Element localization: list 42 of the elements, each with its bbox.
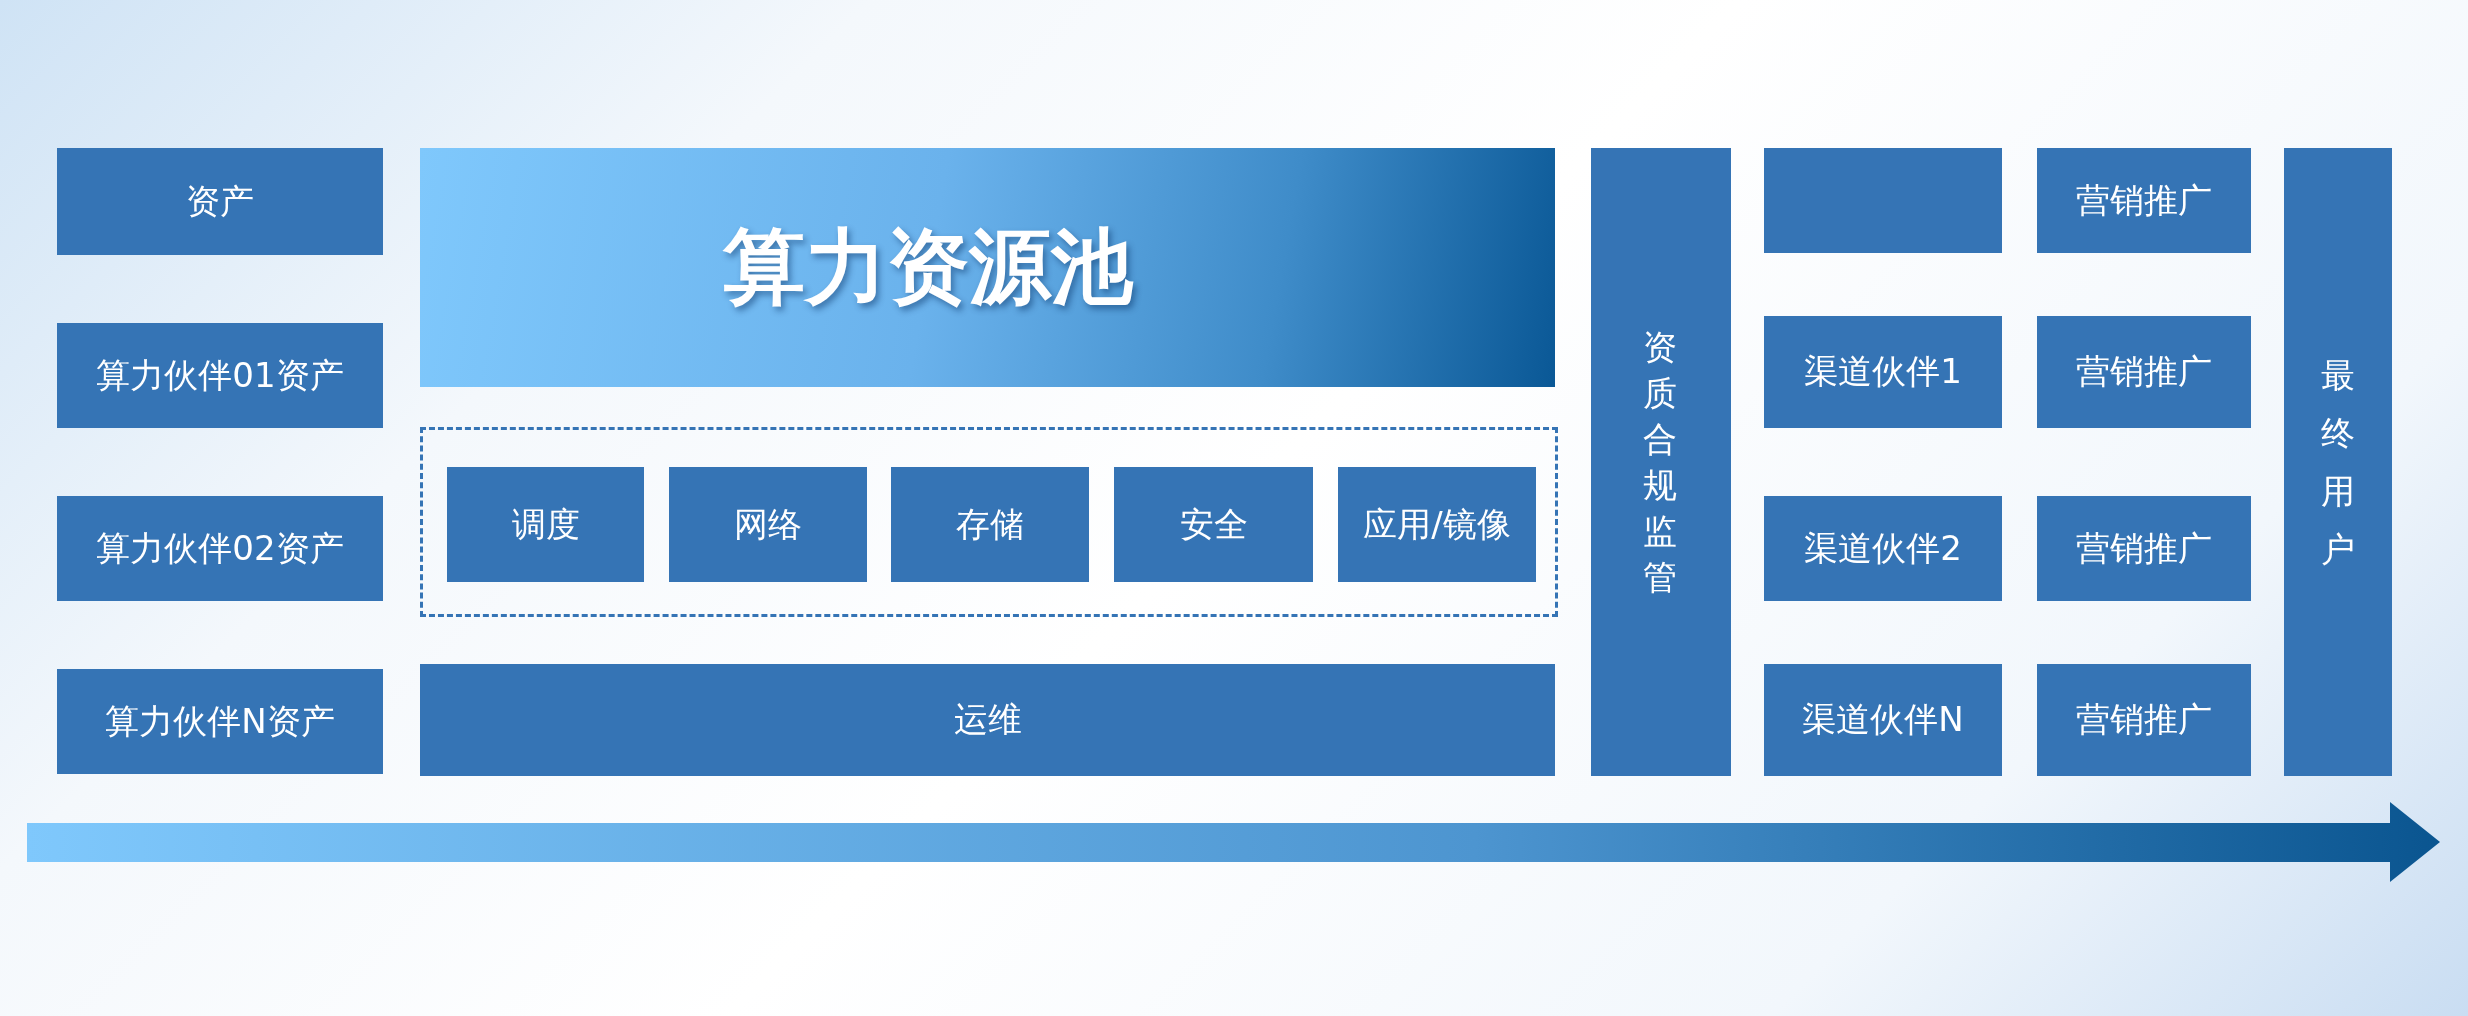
label-box <box>57 323 383 428</box>
box-label: 网络 <box>734 502 802 546</box>
box-label: 资产 <box>186 179 254 223</box>
label-box <box>1764 496 2002 601</box>
box-label: 算力伙伴02资产 <box>96 526 344 570</box>
box-label: 渠道伙伴1 <box>1804 350 1962 393</box>
box-label: 调度 <box>511 502 580 546</box>
label-box <box>1114 467 1313 582</box>
vertical-bar <box>2284 148 2392 776</box>
label-box <box>891 467 1089 582</box>
label-box <box>669 467 867 582</box>
box-label: 营销推广 <box>2076 178 2212 222</box>
bar-label: 最终用户 <box>2320 354 2356 571</box>
bar-label: 资质合规监管 <box>1643 326 1679 599</box>
label-box <box>2037 316 2251 428</box>
box-label: 运维 <box>953 698 1022 741</box>
label-box <box>1764 664 2002 776</box>
box-label: 营销推广 <box>2076 350 2212 393</box>
label-box <box>1764 316 2002 428</box>
label-box <box>57 496 383 601</box>
banner-title: 算力资源池 <box>722 217 1133 316</box>
vertical-bar <box>1591 148 1731 776</box>
dashed-group-box <box>420 427 1558 617</box>
title-banner <box>420 148 1555 387</box>
label-box <box>2037 664 2251 776</box>
box-label: 算力伙伴N资产 <box>105 699 335 743</box>
label-box <box>57 669 383 774</box>
box-label: 应用/镜像 <box>1363 502 1511 546</box>
label-box <box>57 148 383 255</box>
box-label: 存储 <box>956 502 1024 546</box>
label-box <box>1764 148 2002 253</box>
label-box <box>420 664 1555 776</box>
label-box <box>447 467 644 582</box>
box-label: 渠道伙伴N <box>1802 698 1964 741</box>
box-label: 算力伙伴01资产 <box>96 353 344 397</box>
box-label: 渠道伙伴2 <box>1804 526 1962 570</box>
box-label: 营销推广 <box>2076 526 2212 570</box>
box-label: 营销推广 <box>2076 698 2212 741</box>
label-box <box>2037 148 2251 253</box>
box-label: 安全 <box>1179 502 1248 546</box>
label-box <box>2037 496 2251 601</box>
label-box <box>1338 467 1536 582</box>
